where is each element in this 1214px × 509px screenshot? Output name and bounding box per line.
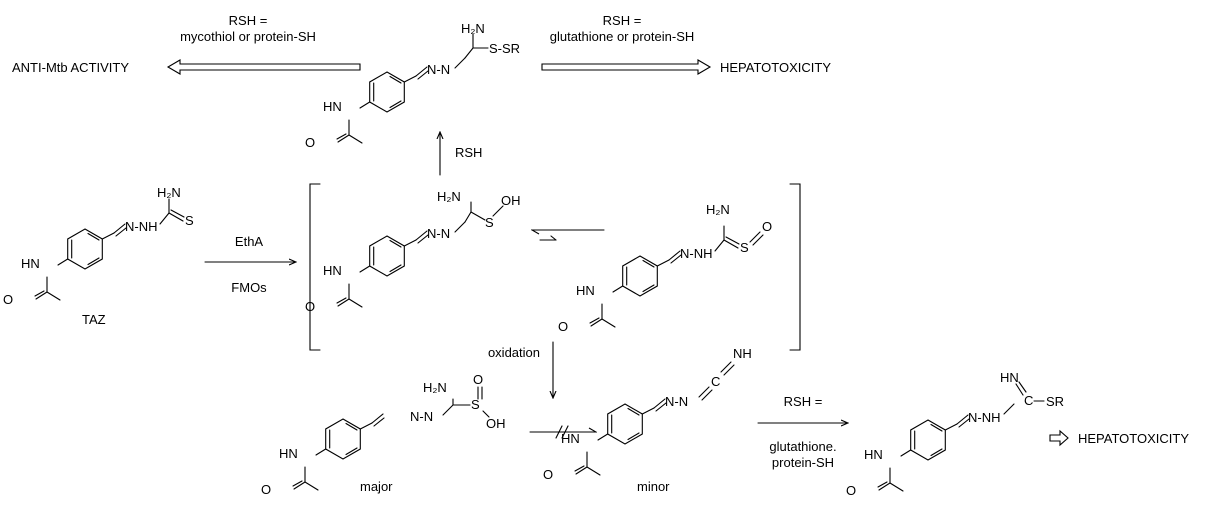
atom-c: C bbox=[711, 374, 720, 389]
rsh-bottom-def-1: glutathione. bbox=[769, 439, 836, 454]
hollow-arrow-right bbox=[541, 59, 712, 75]
atom-nn: N-N bbox=[410, 409, 433, 424]
atom-h2n: H₂N bbox=[423, 380, 447, 395]
rsh-bottom-def-2: protein-SH bbox=[772, 455, 834, 470]
atom-oh: OH bbox=[501, 193, 521, 208]
atom-o: O bbox=[558, 319, 568, 334]
rsh-right-definition: glutathione or protein-SH bbox=[550, 29, 695, 44]
atom-ssr: S-SR bbox=[489, 41, 520, 56]
atom-s: S bbox=[740, 240, 749, 255]
hollow-arrow-final bbox=[1049, 429, 1069, 447]
taz-label: TAZ bbox=[82, 312, 106, 327]
atom-s: S bbox=[485, 215, 494, 230]
atom-hn: HN bbox=[323, 99, 342, 114]
atom-oh: OH bbox=[486, 416, 506, 431]
arrow-blocked bbox=[529, 425, 596, 439]
atom-nnh: N-NH bbox=[968, 410, 1001, 425]
atom-o: O bbox=[543, 467, 553, 482]
compound-sulfine: N-NH H₂N S O HN O bbox=[558, 202, 772, 334]
atom-hn: HN bbox=[576, 283, 595, 298]
atom-hn: HN bbox=[279, 446, 298, 461]
equilibrium-arrows bbox=[532, 229, 605, 241]
atom-h2n: H₂N bbox=[461, 21, 485, 36]
minor-label: minor bbox=[637, 479, 670, 494]
compound-carbodiimide-minor: N-N C NH HN O bbox=[543, 346, 752, 482]
rsh-left-label: RSH = bbox=[229, 13, 268, 28]
atom-nn: N-N bbox=[665, 394, 688, 409]
atom-hn-imine: HN bbox=[1000, 370, 1019, 385]
atom-hn: HN bbox=[864, 447, 883, 462]
oxidation-label: oxidation bbox=[488, 345, 540, 360]
atom-sr: SR bbox=[1046, 394, 1064, 409]
atom-s: S bbox=[185, 213, 194, 228]
rsh-bottom-label: RSH = bbox=[784, 394, 823, 409]
bracket-left bbox=[309, 183, 321, 351]
atom-h2n: H₂N bbox=[157, 185, 181, 200]
compound-taz: N-NH H₂N S HN O bbox=[3, 185, 194, 307]
atom-hn: HN bbox=[561, 431, 580, 446]
rsh-left-definition: mycothiol or protein-SH bbox=[180, 29, 316, 44]
atom-nnh: N-NH bbox=[125, 219, 158, 234]
compound-isothiourea-adduct: N-NH C HN SR HN O bbox=[846, 370, 1064, 498]
compound-disulfide-adduct: HN O N-N H₂N S-SR bbox=[305, 21, 520, 150]
atom-hn: HN bbox=[323, 263, 342, 278]
anti-mtb-activity-label: ANTI-Mtb ACTIVITY bbox=[12, 60, 129, 75]
atom-o: O bbox=[305, 299, 315, 314]
atom-nn: N-N bbox=[427, 226, 450, 241]
compound-sulfenic-acid: N-N H₂N S OH HN O bbox=[305, 189, 521, 314]
hepatotoxicity-final-label: HEPATOTOXICITY bbox=[1078, 431, 1189, 446]
compound-sulfinic-acid-major: N-N H₂N S O OH HN O bbox=[261, 372, 506, 497]
atom-hn: HN bbox=[21, 256, 40, 271]
atom-nnh: N-NH bbox=[680, 246, 713, 261]
hollow-arrow-left bbox=[166, 59, 361, 75]
rsh-up-label: RSH bbox=[455, 145, 482, 160]
hepatotoxicity-top-label: HEPATOTOXICITY bbox=[720, 60, 831, 75]
rsh-right-label: RSH = bbox=[603, 13, 642, 28]
atom-s: S bbox=[471, 397, 480, 412]
fmos-label: FMOs bbox=[231, 280, 267, 295]
atom-o: O bbox=[762, 219, 772, 234]
atom-c: C bbox=[1024, 393, 1033, 408]
atom-o: O bbox=[473, 372, 483, 387]
atom-h2n: H₂N bbox=[437, 189, 461, 204]
atom-nn: N-N bbox=[427, 62, 450, 77]
atom-o: O bbox=[3, 292, 13, 307]
major-label: major bbox=[360, 479, 393, 494]
atom-nh: NH bbox=[733, 346, 752, 361]
atom-h2n: H₂N bbox=[706, 202, 730, 217]
atom-o: O bbox=[305, 135, 315, 150]
atom-o: O bbox=[846, 483, 856, 498]
atom-o: O bbox=[261, 482, 271, 497]
etha-label: EthA bbox=[235, 234, 264, 249]
bracket-right bbox=[789, 183, 801, 351]
